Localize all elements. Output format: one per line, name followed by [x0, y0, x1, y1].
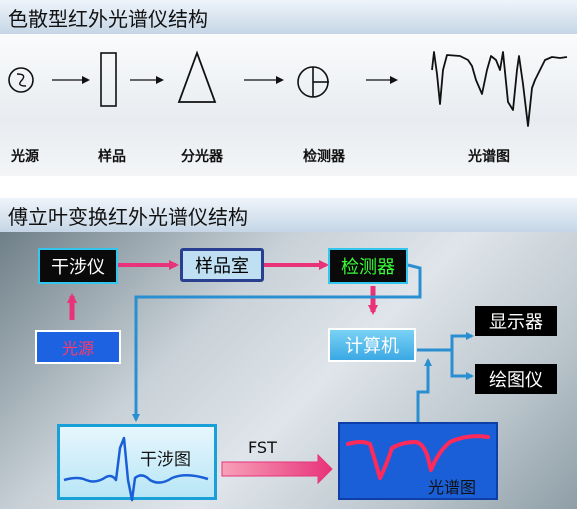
- sample-icon: [100, 52, 117, 107]
- computer-box: 计算机: [328, 328, 416, 362]
- arrow-to-plotter: [450, 350, 474, 380]
- interferogram-wave: [63, 436, 209, 502]
- spectrum-trace: [431, 51, 568, 127]
- arrowhead-source-sample: [82, 76, 90, 84]
- light-source-coil: [16, 73, 27, 87]
- interferogram-panel: [57, 424, 217, 500]
- ftir-title-bar: 傅立叶变换红外光谱仪结构: [0, 198, 577, 232]
- label-source: 光源: [11, 149, 39, 165]
- fst-label: FST: [248, 438, 277, 457]
- fst-arrow: [221, 453, 333, 485]
- line-spectrum-computer: [416, 358, 432, 422]
- interferogram-label: 干涉图: [140, 450, 191, 470]
- label-spectrum: 光谱图: [468, 149, 510, 165]
- dispersive-title-bar: 色散型红外光谱仪结构: [0, 0, 577, 34]
- spectrum-label: 光谱图: [428, 478, 477, 497]
- label-detector: 检测器: [303, 149, 345, 165]
- arrowhead-splitter-detector: [276, 76, 284, 84]
- arrowhead-detector-spectrum: [390, 76, 398, 84]
- arrowhead-sample-splitter: [156, 76, 164, 84]
- line-loop-top: [132, 263, 422, 422]
- spectrum-red-trace: [346, 434, 490, 480]
- sample-room-box: 样品室: [180, 248, 264, 282]
- dispersive-diagram: [8, 50, 568, 127]
- dispersive-title: 色散型红外光谱仪结构: [8, 7, 208, 31]
- display-box: 显示器: [475, 306, 557, 336]
- label-splitter: 分光器: [181, 149, 223, 165]
- source-box: 光源: [35, 330, 121, 364]
- light-source-icon: [8, 67, 34, 93]
- ftir-title: 傅立叶变换红外光谱仪结构: [8, 205, 248, 229]
- prism-icon: [177, 50, 217, 103]
- label-sample: 样品: [98, 149, 126, 165]
- detector-box: 检测器: [328, 248, 408, 284]
- plotter-box: 绘图仪: [475, 364, 557, 394]
- section-gap: [0, 176, 577, 198]
- dispersive-panel: [0, 34, 577, 176]
- arrow-to-display: [450, 332, 474, 350]
- interferometer-box: 干涉仪: [38, 248, 118, 284]
